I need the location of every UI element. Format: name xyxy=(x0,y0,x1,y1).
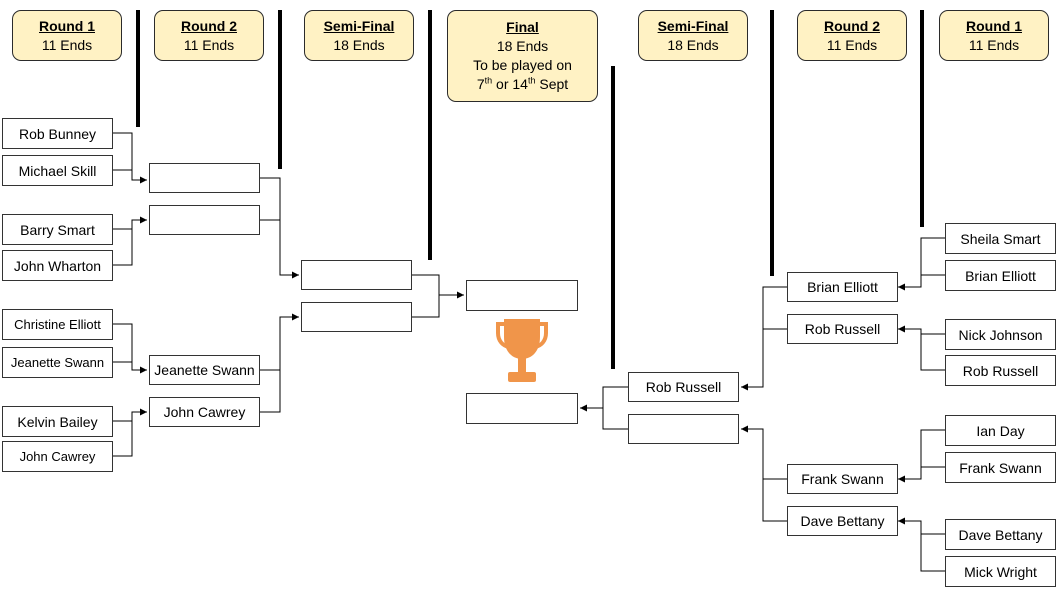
player-slot: Michael Skill xyxy=(2,155,113,186)
header-date: 7th or 14th Sept xyxy=(476,75,569,92)
header-schedule: To be played on xyxy=(473,57,572,73)
header-ends: 11 Ends xyxy=(826,37,878,53)
player-slot: Jeanette Swann xyxy=(2,347,113,378)
player-slot xyxy=(628,414,739,444)
header-title: Semi-Final xyxy=(657,18,729,34)
player-slot: Rob Russell xyxy=(787,314,898,344)
header-left-round2: Round 2 11 Ends xyxy=(154,10,264,61)
header-ends: 18 Ends xyxy=(667,37,719,53)
player-slot: Sheila Smart xyxy=(945,223,1056,254)
player-slot: Brian Elliott xyxy=(945,260,1056,291)
player-slot xyxy=(149,205,260,235)
player-slot: Rob Russell xyxy=(628,372,739,402)
player-slot: Frank Swann xyxy=(945,452,1056,483)
header-title: Round 1 xyxy=(39,18,95,34)
header-ends: 18 Ends xyxy=(496,38,549,54)
player-slot xyxy=(301,260,412,290)
trophy-icon xyxy=(496,319,548,382)
player-slot xyxy=(466,393,578,424)
player-slot: Rob Russell xyxy=(945,355,1056,386)
column-divider xyxy=(278,10,282,169)
player-slot: Dave Bettany xyxy=(787,506,898,536)
header-left-semi: Semi-Final 18 Ends xyxy=(304,10,414,61)
header-ends: 11 Ends xyxy=(968,37,1020,53)
header-title: Round 1 xyxy=(966,18,1022,34)
header-final: Final 18 Ends To be played on 7th or 14t… xyxy=(447,10,598,102)
header-title: Round 2 xyxy=(181,18,237,34)
column-divider xyxy=(920,10,924,227)
header-ends: 18 Ends xyxy=(333,37,385,53)
player-slot: Jeanette Swann xyxy=(149,355,260,385)
column-divider xyxy=(611,66,615,369)
column-divider xyxy=(136,10,140,127)
header-ends: 11 Ends xyxy=(41,37,93,53)
player-slot: Frank Swann xyxy=(787,464,898,494)
header-title: Semi-Final xyxy=(323,18,395,34)
header-left-round1: Round 1 11 Ends xyxy=(12,10,122,61)
player-slot: John Wharton xyxy=(2,250,113,281)
player-slot: Rob Bunney xyxy=(2,118,113,149)
player-slot: Barry Smart xyxy=(2,214,113,245)
column-divider xyxy=(428,10,432,260)
player-slot xyxy=(466,280,578,311)
column-divider xyxy=(770,10,774,276)
player-slot: Christine Elliott xyxy=(2,309,113,340)
player-slot: Kelvin Bailey xyxy=(2,406,113,437)
player-slot xyxy=(149,163,260,193)
header-title: Final xyxy=(506,19,539,35)
header-right-semi: Semi-Final 18 Ends xyxy=(638,10,748,61)
player-slot: John Cawrey xyxy=(2,441,113,472)
player-slot: Brian Elliott xyxy=(787,272,898,302)
player-slot: John Cawrey xyxy=(149,397,260,427)
header-right-round1: Round 1 11 Ends xyxy=(939,10,1049,61)
player-slot: Nick Johnson xyxy=(945,319,1056,350)
player-slot xyxy=(301,302,412,332)
header-ends: 11 Ends xyxy=(183,37,235,53)
player-slot: Mick Wright xyxy=(945,556,1056,587)
player-slot: Ian Day xyxy=(945,415,1056,446)
header-title: Round 2 xyxy=(824,18,880,34)
header-right-round2: Round 2 11 Ends xyxy=(797,10,907,61)
player-slot: Dave Bettany xyxy=(945,519,1056,550)
